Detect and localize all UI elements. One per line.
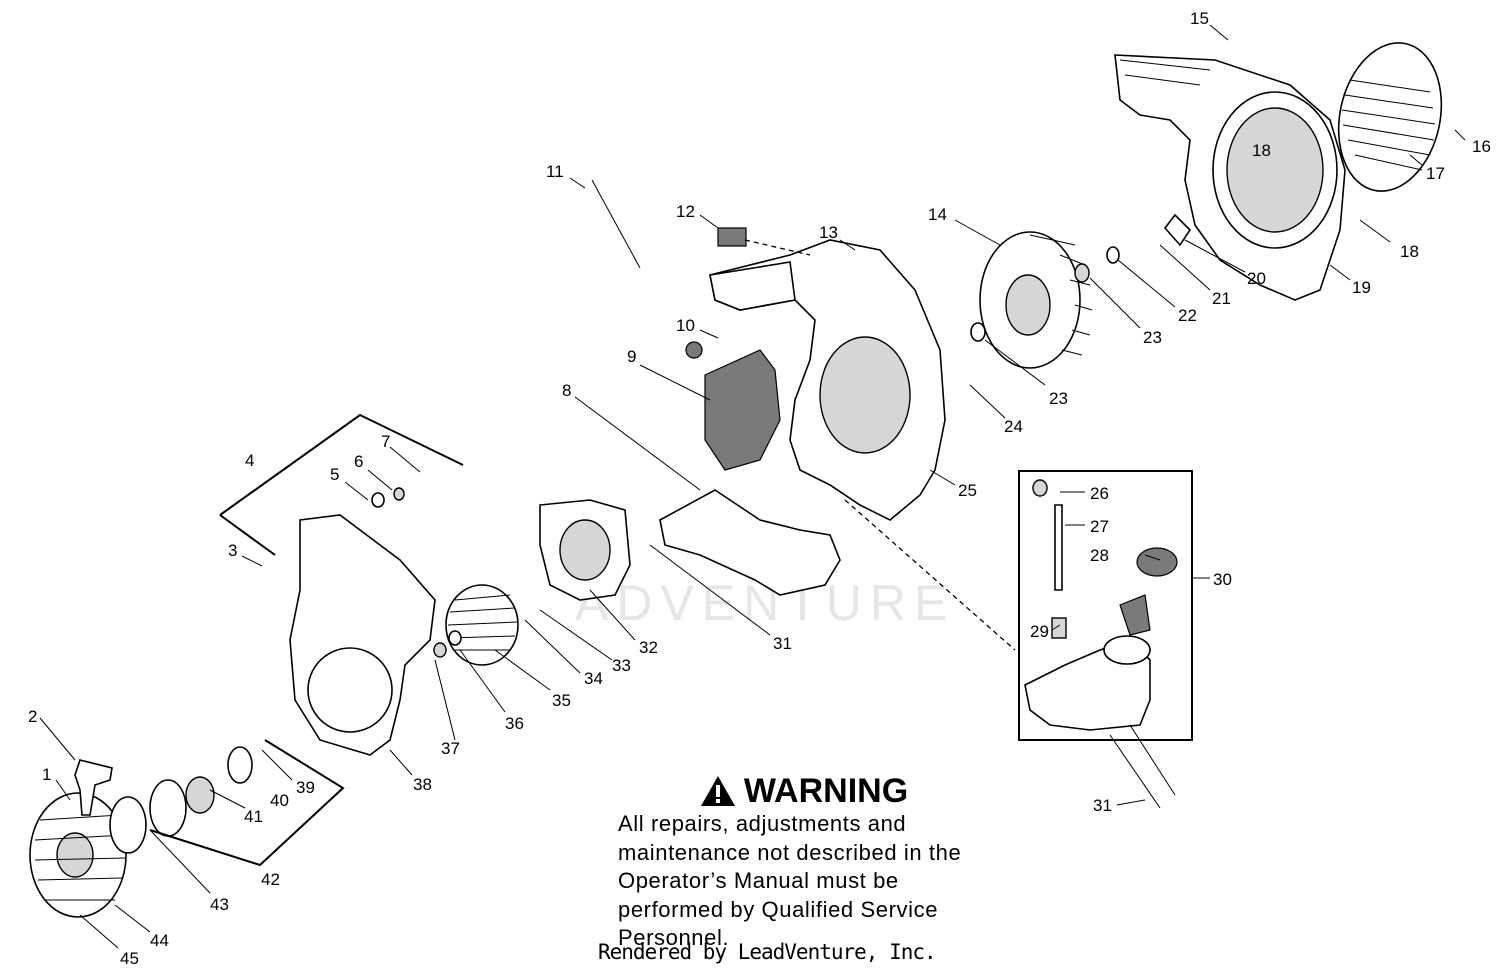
warning-title-text: WARNING	[743, 772, 909, 810]
callout-23b: 23	[1049, 389, 1068, 408]
fuel-tank-leader	[844, 499, 1016, 651]
callout-22: 22	[1178, 306, 1197, 325]
fan-impeller	[979, 231, 1093, 369]
callout-45: 45	[120, 949, 139, 968]
callout-13: 13	[819, 223, 838, 242]
blower-housing-cover	[1114, 54, 1346, 301]
callout-29: 29	[1030, 622, 1049, 641]
callout-28: 28	[1090, 546, 1109, 565]
starter-handle	[74, 759, 113, 816]
callout-3: 3	[228, 541, 237, 560]
callout-4: 4	[245, 451, 254, 470]
callout-26: 26	[1090, 484, 1109, 503]
callout-42: 42	[261, 870, 280, 889]
warning-heading: WARNING	[618, 772, 990, 810]
fuel-system-box	[1018, 470, 1193, 741]
callout-33: 33	[612, 656, 631, 675]
warning-body-text: All repairs, adjustments and maintenance…	[618, 811, 962, 950]
callout-18a: 18	[1252, 141, 1271, 160]
callout-20: 20	[1247, 269, 1266, 288]
callout-1: 1	[42, 765, 51, 784]
fuel-tank	[1024, 479, 1178, 731]
callout-31a: 31	[773, 634, 792, 653]
callout-19: 19	[1352, 278, 1371, 297]
callout-41: 41	[244, 807, 263, 826]
callout-25: 25	[958, 481, 977, 500]
small-fasteners	[371, 213, 1192, 658]
intake-grille	[1337, 42, 1443, 192]
callout-9: 9	[627, 347, 636, 366]
callout-18b: 18	[1400, 242, 1419, 261]
callout-2: 2	[28, 707, 37, 726]
callout-8: 8	[562, 381, 571, 400]
callout-6: 6	[354, 452, 363, 471]
starter-pulley	[109, 746, 253, 854]
callout-12: 12	[676, 202, 695, 221]
callout-31b: 31	[1093, 796, 1112, 815]
callout-44: 44	[150, 931, 169, 950]
callout-numbers: 1 2 3 4 5 6 7 8 9 10 11 12 13 14 15 16 1…	[28, 9, 1491, 968]
callout-11: 11	[546, 162, 564, 181]
callout-10: 10	[676, 316, 695, 335]
air-box	[539, 499, 631, 601]
callout-38: 38	[413, 775, 432, 794]
callout-17: 17	[1426, 164, 1445, 183]
render-credit: Rendered by LeadVenture, Inc.	[598, 940, 937, 964]
callout-7: 7	[381, 432, 390, 451]
callout-30: 30	[1213, 570, 1232, 589]
callout-36: 36	[505, 714, 524, 733]
callout-14: 14	[928, 205, 947, 224]
starter-housing	[29, 792, 127, 918]
fan-housing	[709, 239, 946, 521]
callout-24: 24	[1004, 417, 1023, 436]
callout-39: 39	[296, 778, 315, 797]
leader-lines	[39, 24, 1466, 949]
flywheel	[445, 584, 519, 666]
warning-notice: WARNING All repairs, adjustments and mai…	[618, 772, 990, 953]
callout-32: 32	[639, 638, 658, 657]
callout-5: 5	[330, 465, 339, 484]
callout-15: 15	[1190, 9, 1209, 28]
handle-half	[704, 349, 781, 471]
callout-23a: 23	[1143, 328, 1162, 347]
warning-triangle-icon	[700, 776, 735, 806]
handle-leader	[744, 239, 811, 256]
callout-35: 35	[552, 691, 571, 710]
blower-outlet	[659, 489, 841, 596]
callout-16: 16	[1472, 137, 1491, 156]
callout-43: 43	[210, 895, 229, 914]
callout-34: 34	[584, 669, 603, 688]
callout-21: 21	[1212, 289, 1231, 308]
callout-37: 37	[441, 739, 460, 758]
callout-40: 40	[270, 791, 289, 810]
engine-cover	[289, 514, 436, 756]
callout-27: 27	[1090, 517, 1109, 536]
